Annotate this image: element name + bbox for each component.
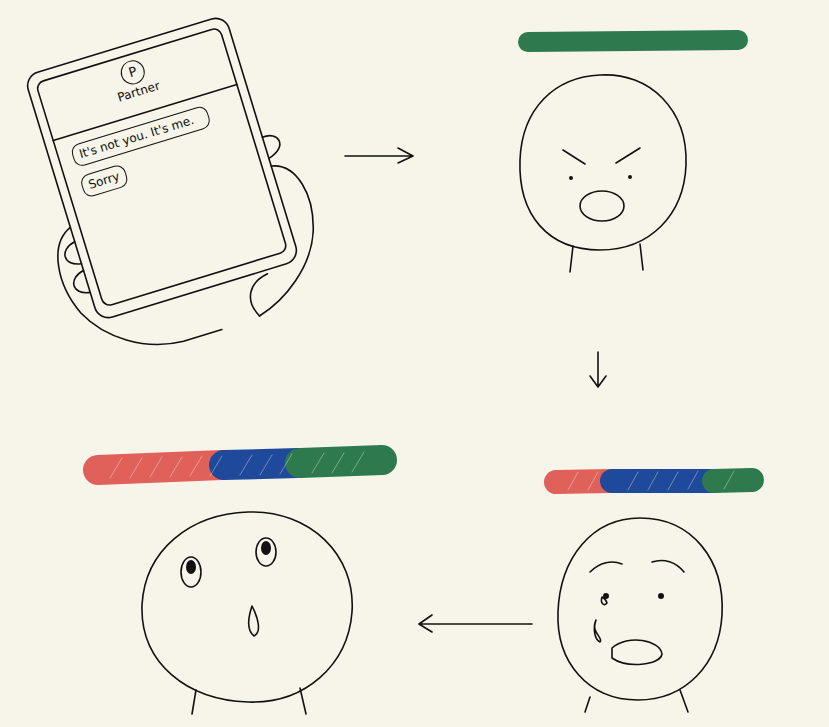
sad-face [558, 518, 722, 712]
arrow-right [345, 148, 413, 163]
emotion-bars [98, 40, 752, 490]
stunned-face [142, 512, 352, 714]
message-text: Sorry [87, 169, 122, 193]
message-bubble: Sorry [79, 163, 129, 198]
phone-with-hands [0, 0, 368, 387]
message-text: It's not you. It's me. [77, 110, 204, 162]
contact-header: PPartner [89, 49, 181, 111]
arrow-down [590, 352, 606, 387]
angry-face [520, 75, 686, 272]
arrow-left [419, 615, 532, 632]
phone-screen: PPartnerIt's not you. It's me. Sorry [31, 24, 292, 312]
